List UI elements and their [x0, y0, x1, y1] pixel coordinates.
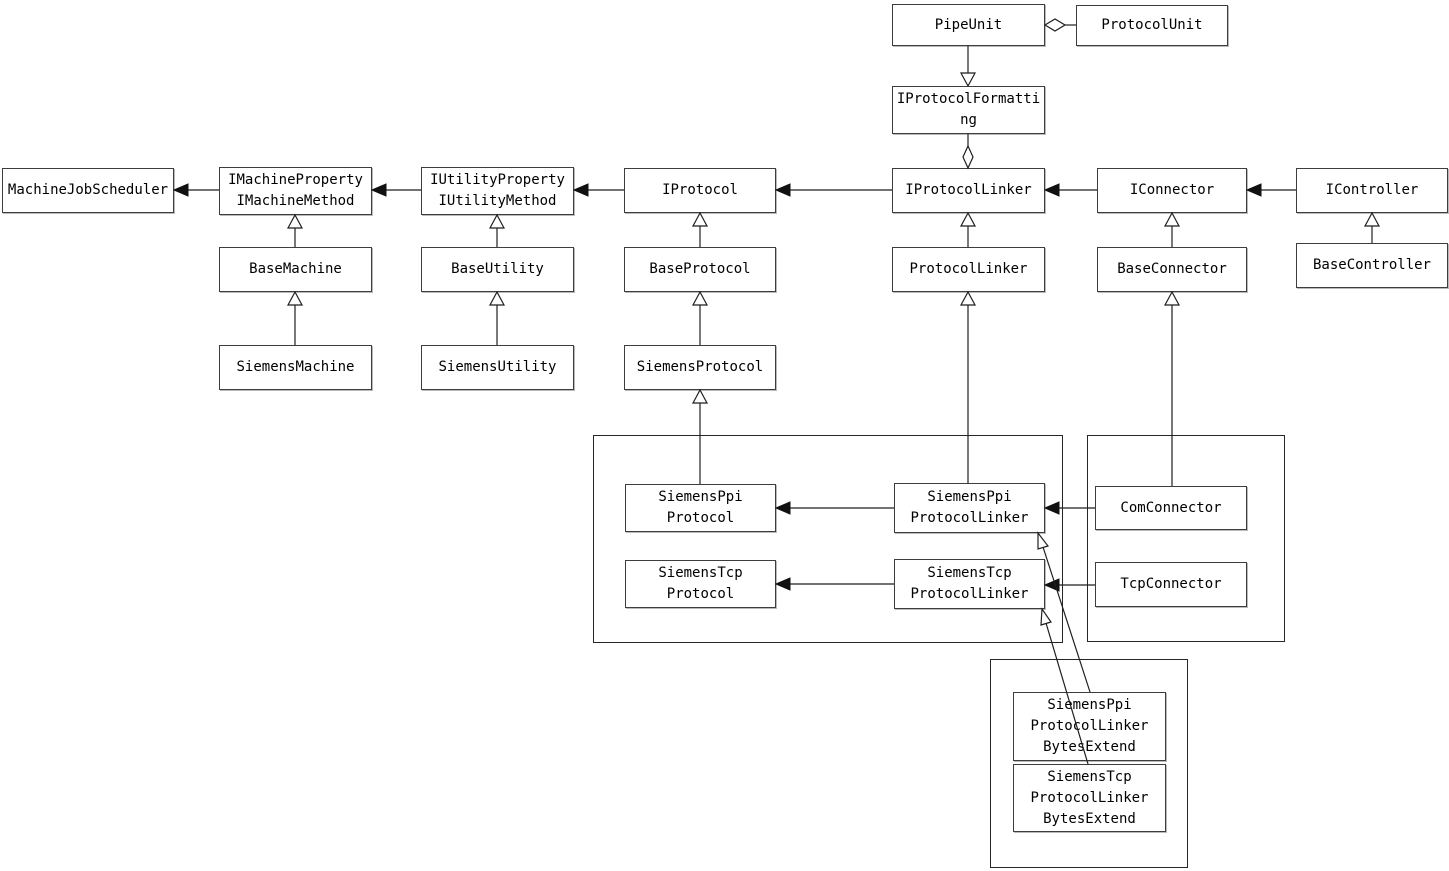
edge-gen-baseprotocol-iprotocol [691, 211, 709, 247]
class-box-siemensppiprotocol: SiemensPpi Protocol [625, 484, 776, 532]
edge-aggregation-pipeunit-protocolunit [1043, 18, 1076, 32]
class-box-siemensppiprotocollinker: SiemensPpi ProtocolLinker [894, 483, 1045, 533]
edge-gen-siemensprotocol-baseprotocol [691, 290, 709, 345]
group-siemens-protocol-linker-container [593, 435, 1063, 643]
edge-gen-baseutility-iutilityproperty [488, 213, 506, 247]
class-box-siemensprotocol: SiemensProtocol [624, 345, 776, 390]
edge-dep-iprotocollinker-iprotocol [774, 183, 892, 197]
class-box-protocollinker: ProtocolLinker [892, 247, 1045, 292]
edge-dep-iconnector-iprotocollinker [1043, 183, 1097, 197]
class-box-tcpconnector: TcpConnector [1095, 562, 1247, 607]
class-box-baseutility: BaseUtility [421, 247, 574, 292]
class-box-baseconnector: BaseConnector [1097, 247, 1247, 292]
class-box-protocolunit: ProtocolUnit [1076, 5, 1228, 46]
class-box-siemensmachine: SiemensMachine [219, 345, 372, 390]
class-box-basecontroller: BaseController [1296, 243, 1448, 288]
class-box-siemensutility: SiemensUtility [421, 345, 574, 390]
class-box-comconnector: ComConnector [1095, 486, 1247, 530]
edge-gen-protocollinker-iprotocollinker [959, 211, 977, 247]
class-box-siemenstcpprotocollinker: SiemensTcp ProtocolLinker [894, 559, 1045, 609]
edge-aggregation-iprotocollinker-iprotocolformatting [962, 134, 974, 170]
class-box-machinejobscheduler: MachineJobScheduler [2, 168, 174, 213]
edge-gen-baseconnector-iconnector [1163, 211, 1181, 247]
class-box-pipeunit: PipeUnit [892, 4, 1045, 46]
edge-dep-iprotocol-iutilityproperty [572, 183, 624, 197]
edge-dep-icontroller-iconnector [1245, 183, 1296, 197]
edge-gen-basecontroller-icontroller [1363, 211, 1381, 243]
edge-gen-siemensutility-baseutility [488, 290, 506, 345]
edge-gen-siemensmachine-basemachine [286, 290, 304, 345]
class-box-siemensppiprotocollinkerbytesextend: SiemensPpi ProtocolLinker BytesExtend [1013, 692, 1166, 761]
interface-box-imachineproperty-imachinemethod: IMachineProperty IMachineMethod [219, 167, 372, 215]
class-box-basemachine: BaseMachine [219, 247, 372, 292]
edge-gen-basemachine-imachineproperty [286, 213, 304, 247]
class-box-baseprotocol: BaseProtocol [624, 247, 776, 292]
interface-box-iprotocol: IProtocol [624, 168, 776, 213]
interface-box-icontroller: IController [1296, 168, 1448, 213]
interface-box-iprotocolformatting: IProtocolFormatti ng [892, 86, 1045, 134]
interface-box-iutilityproperty-iutilitymethod: IUtilityProperty IUtilityMethod [421, 167, 574, 215]
edge-dep-iutilityproperty-imachineproperty [370, 183, 421, 197]
class-box-siemenstcpprotocol: SiemensTcp Protocol [625, 560, 776, 608]
edge-realization-pipeunit-iprotocolformatting [959, 46, 977, 88]
class-box-siemenstcpprotocollinkerbytesextend: SiemensTcp ProtocolLinker BytesExtend [1013, 764, 1166, 832]
interface-box-iprotocollinker: IProtocolLinker [892, 168, 1045, 213]
interface-box-iconnector: IConnector [1097, 168, 1247, 213]
edge-dep-imachineproperty-machinejobscheduler [172, 183, 219, 197]
group-connector-container [1087, 435, 1285, 642]
